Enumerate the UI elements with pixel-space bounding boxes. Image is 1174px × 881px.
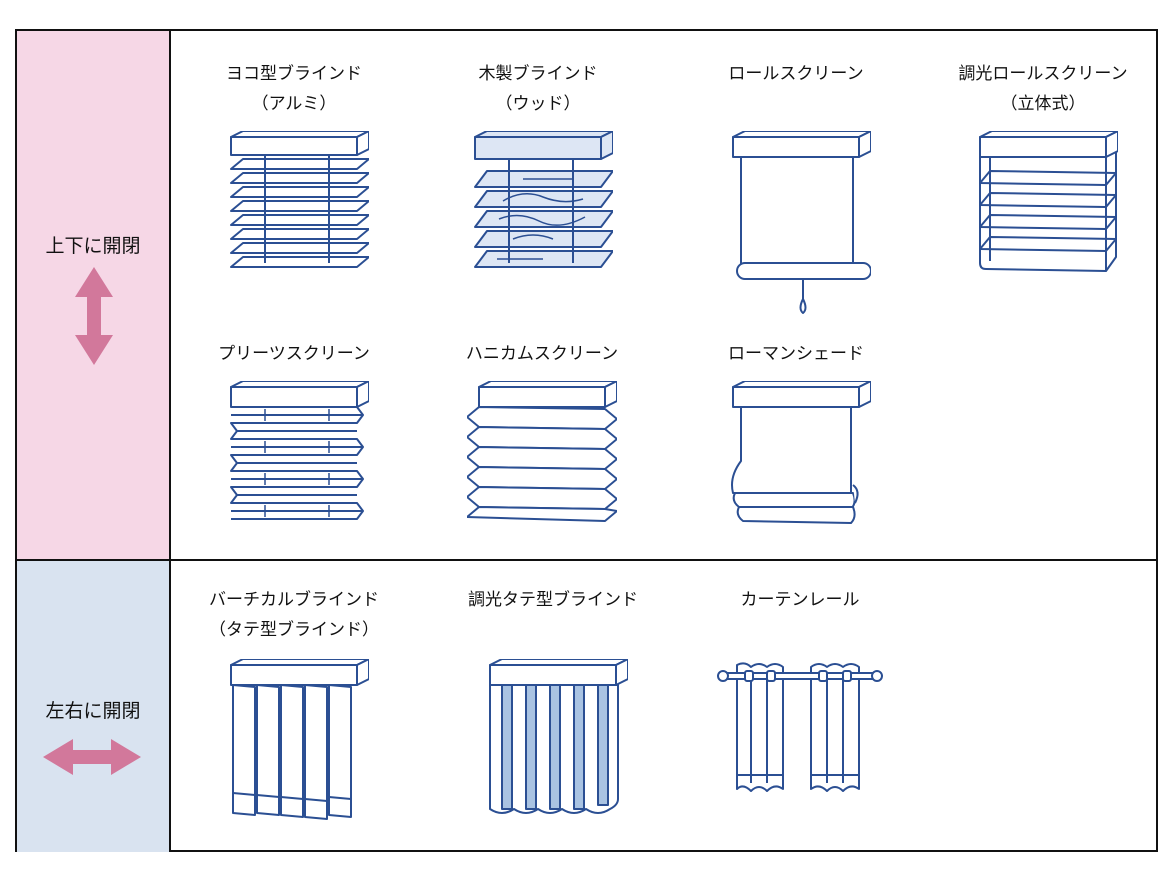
dimming-roll-screen-icon [979, 131, 1118, 272]
product-name: プリーツスクリーン [218, 344, 370, 364]
horizontal-aluminum-blind-icon [230, 131, 369, 268]
product-wood-blind[interactable]: 木製ブラインド （ウッド） [423, 59, 653, 281]
product-name: 調光ロールスクリーン [958, 64, 1128, 84]
product-vertical-blind[interactable]: バーチカルブラインド （タテ型ブラインド） [179, 585, 409, 821]
product-table: 上下に開閉 ヨコ型ブラインド （アルミ） [15, 29, 1158, 852]
roll-screen-icon [732, 131, 871, 314]
product-roman-shade[interactable]: ローマンシェード [681, 339, 911, 531]
vertical-double-arrow-icon [75, 267, 113, 365]
product-subname: （タテ型ブラインド） [209, 620, 379, 640]
product-name: ローマンシェード [728, 344, 864, 364]
product-curtain-rail[interactable]: カーテンレール [685, 585, 915, 809]
row-horizontal-opening: 左右に開閉 バーチカルブラインド （タテ型ブラインド） [17, 561, 1156, 852]
product-subname: （立体式） [1000, 94, 1086, 114]
product-dimming-roll-screen[interactable]: 調光ロールスクリーン （立体式） [928, 59, 1158, 281]
pleated-screen-icon [230, 381, 369, 520]
vertical-blind-icon [230, 659, 369, 820]
product-name: 調光タテ型ブラインド [468, 590, 638, 610]
product-horizontal-aluminum-blind[interactable]: ヨコ型ブラインド （アルミ） [179, 59, 409, 281]
honeycomb-screen-icon [467, 381, 617, 522]
product-subname: （ウッド） [495, 94, 581, 114]
product-roll-screen[interactable]: ロールスクリーン [681, 59, 911, 321]
product-pleated-screen[interactable]: プリーツスクリーン [179, 339, 409, 531]
curtain-rail-icon [717, 662, 883, 792]
product-name: 木製ブラインド [478, 64, 598, 84]
product-dimming-vertical-blind[interactable]: 調光タテ型ブラインド [438, 585, 668, 821]
category-cell-vertical: 上下に開閉 [17, 31, 171, 559]
category-label-horizontal: 左右に開閉 [45, 700, 141, 722]
product-name: ロールスクリーン [728, 64, 864, 84]
product-name: カーテンレール [740, 590, 860, 610]
product-name: バーチカルブラインド [209, 590, 379, 610]
wood-blind-icon [474, 131, 613, 268]
dimming-vertical-blind-icon [489, 659, 628, 814]
product-name: ハニカムスクリーン [465, 344, 619, 364]
category-cell-horizontal: 左右に開閉 [17, 561, 171, 852]
category-label-vertical: 上下に開閉 [45, 235, 141, 257]
row-vertical-opening: 上下に開閉 ヨコ型ブラインド （アルミ） [17, 31, 1156, 561]
product-name: ヨコ型ブラインド [226, 64, 362, 84]
product-honeycomb-screen[interactable]: ハニカムスクリーン [427, 339, 657, 531]
product-subname: （アルミ） [251, 94, 337, 114]
horizontal-double-arrow-icon [43, 739, 141, 775]
roman-shade-icon [731, 381, 871, 524]
